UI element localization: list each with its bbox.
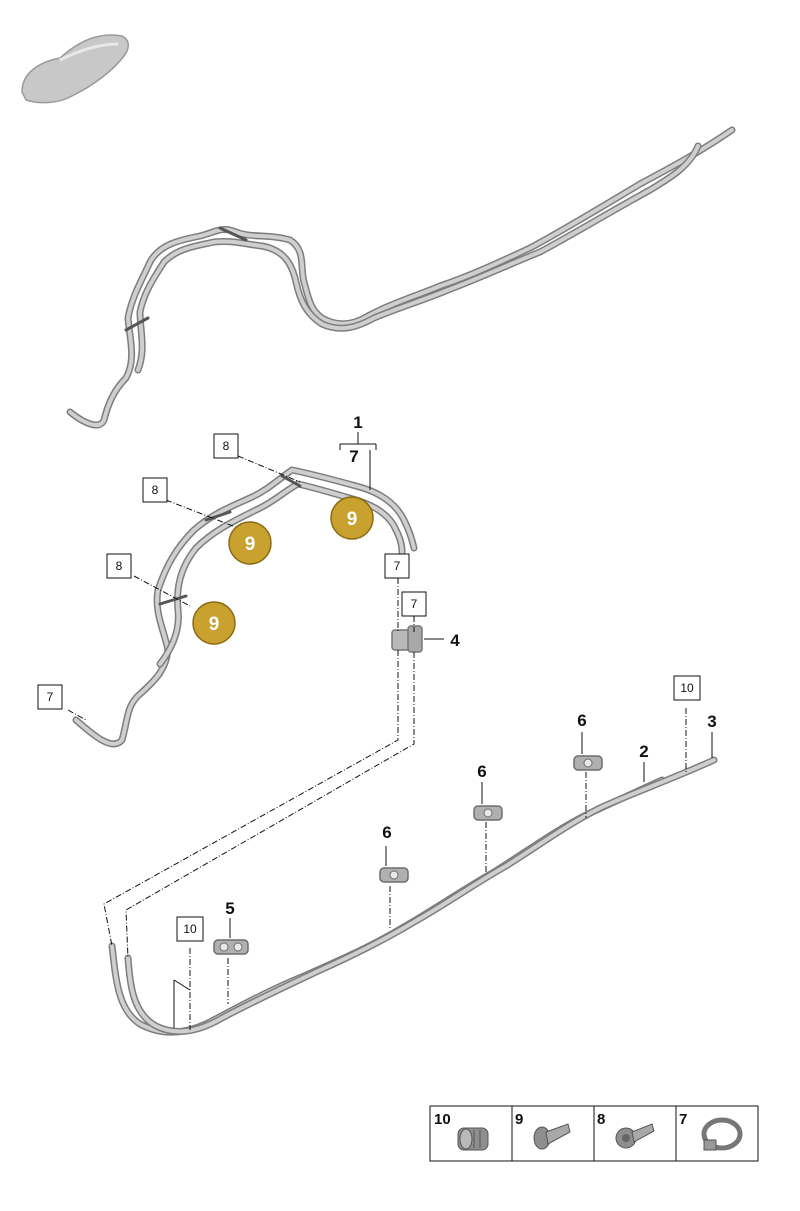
clip-part-5 — [213, 939, 249, 955]
callout-3: 3 — [707, 712, 716, 731]
legend-cell-10: 10 — [434, 1111, 489, 1151]
badge-9-a: 9 — [330, 496, 374, 540]
car-thumbnail-icon — [21, 34, 129, 104]
badge-9-c: 9 — [192, 601, 236, 645]
boxed-label-7-a: 7 — [384, 553, 410, 579]
boxed-label-8-a: 8 — [213, 433, 239, 459]
boxed-label-7-c: 7 — [37, 684, 63, 710]
svg-text:9: 9 — [515, 1111, 523, 1128]
svg-text:8: 8 — [223, 439, 230, 453]
boxed-label-7-b: 7 — [401, 591, 427, 617]
clip-part-6-b — [473, 805, 503, 821]
clip-part-4 — [391, 625, 423, 653]
callout-6-b: 6 — [477, 762, 486, 781]
callout-1: 1 — [353, 413, 362, 432]
sleeve-icon — [457, 1127, 489, 1151]
svg-text:9: 9 — [347, 509, 358, 530]
badge-9-b: 9 — [228, 521, 272, 565]
svg-text:7: 7 — [394, 559, 401, 573]
legend-cell-8: 8 — [597, 1111, 655, 1149]
clamp-icon — [701, 1117, 743, 1151]
leader-lines — [67, 432, 713, 1030]
boxed-label-8-c: 8 — [106, 553, 132, 579]
legend-cell-7: 7 — [679, 1111, 743, 1151]
svg-text:8: 8 — [152, 483, 159, 497]
callout-2: 2 — [639, 742, 648, 761]
screw-icon — [533, 1123, 571, 1150]
svg-text:10: 10 — [434, 1111, 451, 1128]
svg-text:10: 10 — [680, 681, 694, 695]
clip-part-6-c — [573, 755, 603, 771]
callout-7-top: 7 — [349, 447, 358, 466]
svg-text:7: 7 — [411, 597, 418, 611]
bolt-icon — [615, 1123, 655, 1149]
pipe-assembly-part-1 — [72, 466, 418, 748]
parts-legend: 10 9 8 7 — [429, 1105, 759, 1162]
pipe-assembly-part-2 — [108, 756, 718, 1036]
callout-4: 4 — [450, 631, 460, 650]
svg-text:9: 9 — [245, 534, 256, 555]
legend-cell-9: 9 — [515, 1111, 571, 1150]
svg-text:7: 7 — [679, 1111, 687, 1128]
svg-text:8: 8 — [116, 559, 123, 573]
boxed-label-10-b: 10 — [176, 916, 204, 942]
svg-text:9: 9 — [209, 614, 220, 635]
svg-text:8: 8 — [597, 1111, 605, 1128]
callout-6-a: 6 — [382, 823, 391, 842]
svg-text:10: 10 — [183, 922, 197, 936]
boxed-label-8-b: 8 — [142, 477, 168, 503]
overview-pipe-assembly — [66, 126, 736, 429]
boxed-label-10-a: 10 — [673, 675, 701, 701]
svg-text:7: 7 — [47, 690, 54, 704]
callout-6-c: 6 — [577, 711, 586, 730]
clip-part-6-a — [379, 867, 409, 883]
callout-5: 5 — [225, 899, 234, 918]
